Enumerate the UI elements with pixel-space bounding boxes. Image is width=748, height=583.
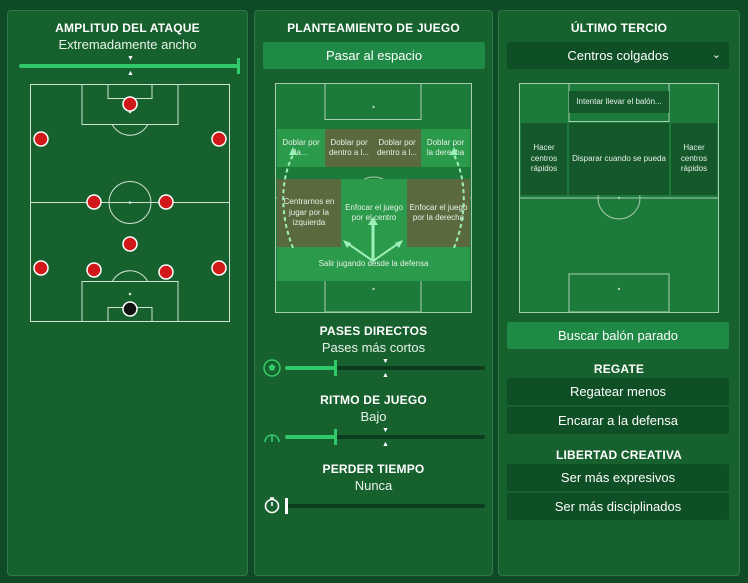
tempo-title: RITMO DE JUEGO [320,393,427,407]
time-wasting-slider[interactable] [285,498,485,514]
player-markers [33,96,227,317]
attack-width-slider[interactable] [19,58,240,74]
passing-slider-fill [285,366,335,370]
zone-shoot-on-sight[interactable]: Disparar cuando se pueda [569,123,669,195]
goalkeeper-marker [122,301,138,317]
time-wasting-title: PERDER TIEMPO [322,462,425,476]
attack-width-title: AMPLITUD DEL ATAQUE [55,21,200,35]
zone-underlap-left[interactable]: Doblar por dentro a l... [325,129,373,167]
zone-overlap-left[interactable]: Doblar por la... [277,129,325,167]
final-third-panel: ÚLTIMO TERCIO Centros colgados ⌄ Intenta… [498,10,740,576]
passing-slider-handle[interactable] [334,360,337,376]
pitch-lines [519,83,719,313]
tempo-marker-top: ▼ [382,427,389,434]
player-marker [211,131,227,147]
player-marker [122,96,138,112]
final-third-title: ÚLTIMO TERCIO [570,21,668,35]
build-up-title: PLANTEAMIENTO DE JUEGO [287,21,460,35]
zone-focus-center[interactable]: Enfocar el juego por el centro [341,179,407,247]
player-marker [122,236,138,252]
stopwatch-icon [264,497,280,514]
attack-width-slider-handle[interactable] [237,58,240,74]
zone-early-cross-left[interactable]: Hacer centros rápidos [521,123,567,195]
be-more-disciplined-button[interactable]: Ser más disciplinados [507,493,729,520]
dribble-less-button[interactable]: Regatear menos [507,378,729,405]
player-marker [86,194,102,210]
passing-slider[interactable] [285,360,485,376]
tempo-slider-fill [285,435,335,439]
tempo-marker-bottom: ▲ [382,441,389,448]
zone-focus-right[interactable]: Enfocar el juego por la derecha [407,179,470,247]
chevron-down-icon: ⌄ [711,49,721,61]
gauge-icon [264,434,280,443]
player-marker [33,260,49,276]
zone-early-cross-right[interactable]: Hacer centros rápidos [671,123,717,195]
crossing-dropdown[interactable]: Centros colgados ⌄ [507,42,729,69]
slider-marker-bottom: ▲ [127,70,134,77]
set-pieces-button[interactable]: Buscar balón parado [507,322,729,349]
dribbling-title: REGATE [593,362,645,376]
run-at-defence-button[interactable]: Encarar a la defensa [507,407,729,434]
time-wasting-slider-handle[interactable] [285,498,288,514]
passing-title: PASES DIRECTOS [319,324,428,338]
tempo-slider[interactable] [285,429,485,445]
crossing-dropdown-value: Centros colgados [567,48,669,63]
attack-width-slider-fill [19,64,240,68]
zone-focus-left[interactable]: Centrarnos en jugar por la izquierda [277,179,341,247]
zone-overlap-right[interactable]: Doblar por la derecha [421,129,470,167]
build-up-panel: PLANTEAMIENTO DE JUEGO Pasar al espacio … [254,10,493,576]
passing-marker-top: ▼ [382,358,389,365]
zone-work-ball-into-box[interactable]: Intentar llevar el balón... [569,91,669,113]
play-into-space-button[interactable]: Pasar al espacio [263,42,485,69]
final-third-pitch: Intentar llevar el balón... Hacer centro… [519,83,719,313]
passing-value: Pases más cortos [321,340,426,355]
tempo-slider-handle[interactable] [334,429,337,445]
attack-width-panel: AMPLITUD DEL ATAQUE Extremadamente ancho… [7,10,248,576]
player-marker [86,262,102,278]
creative-freedom-title: LIBERTAD CREATIVA [555,448,683,462]
passing-marker-bottom: ▲ [382,372,389,379]
ball-icon [263,359,281,377]
player-marker [158,264,174,280]
player-marker [33,131,49,147]
zone-play-out-defence[interactable]: Salir jugando desde la defensa [277,247,470,281]
slider-marker-top: ▼ [127,55,134,62]
formation-pitch [30,84,230,322]
player-marker [158,194,174,210]
player-marker [211,260,227,276]
time-wasting-value: Nunca [354,478,393,493]
attack-width-value: Extremadamente ancho [58,37,197,52]
tempo-value: Bajo [360,409,387,424]
zone-underlap-right[interactable]: Doblar por dentro a l... [373,129,421,167]
be-more-expressive-button[interactable]: Ser más expresivos [507,464,729,491]
build-up-pitch: Doblar por la... Doblar por dentro a l..… [275,83,472,313]
